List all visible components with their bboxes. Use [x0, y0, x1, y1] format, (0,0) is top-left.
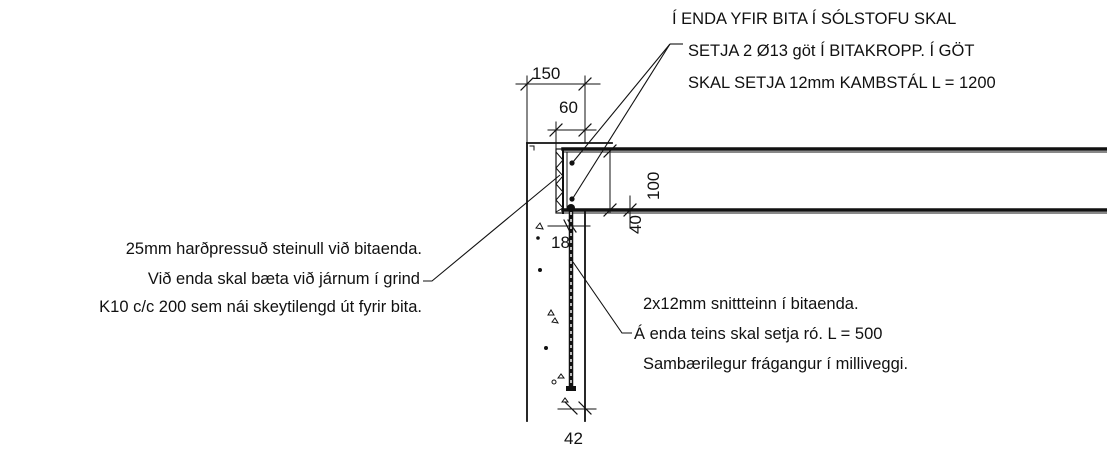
note-left-insulation: 25mm harðpressuð steinull við bitaenda. … [99, 240, 422, 316]
note-left-line-1: 25mm harðpressuð steinull við bitaenda. [126, 240, 422, 258]
rebar-holes [569, 160, 575, 202]
note-top-rebar: Í ENDA YFIR BITA Í SÓLSTOFU SKAL SETJA 2… [672, 9, 996, 92]
concrete-hatch [535, 222, 569, 403]
dimension-label-18: 18 [551, 233, 570, 252]
mineral-wool-insulation [555, 148, 564, 214]
note-left-line-3: K10 c/c 200 sem nái skeytilengd út fyrir… [99, 298, 422, 316]
dimension-label-40: 40 [626, 215, 645, 234]
note-right-threaded-rod: 2x12mm snittteinn í bitaenda. Á enda tei… [634, 295, 908, 373]
dimension-label-100: 100 [644, 172, 663, 200]
note-top-line-1: Í ENDA YFIR BITA Í SÓLSTOFU SKAL [672, 9, 956, 28]
note-right-line-2: Á enda teins skal setja ró. L = 500 [634, 324, 882, 343]
leader-lines [423, 43, 683, 334]
note-left-line-2: Við enda skal bæta við járnum í grind [148, 270, 420, 288]
threaded-rod [566, 204, 576, 391]
note-top-line-3: SKAL SETJA 12mm KAMBSTÁL L = 1200 [688, 73, 996, 92]
dimension-18: 18 [547, 219, 591, 252]
concrete-wall [526, 142, 613, 422]
dimension-label-60: 60 [559, 98, 578, 117]
dimension-60: 60 [547, 98, 597, 150]
note-right-line-1: 2x12mm snittteinn í bitaenda. [643, 295, 859, 313]
note-top-line-2: SETJA 2 Ø13 göt Í BITAKROPP. Í GÖT [688, 41, 974, 60]
steel-beam [561, 147, 1107, 214]
dimension-100: 100 [603, 144, 663, 217]
dimension-label-150: 150 [532, 64, 560, 83]
dimension-label-42: 42 [564, 429, 583, 448]
note-right-line-3: Sambærilegur frágangur í milliveggi. [643, 355, 908, 373]
dimension-42: 42 [557, 394, 597, 448]
dimension-150: 150 [515, 64, 601, 144]
dimension-40: 40 [623, 195, 645, 234]
